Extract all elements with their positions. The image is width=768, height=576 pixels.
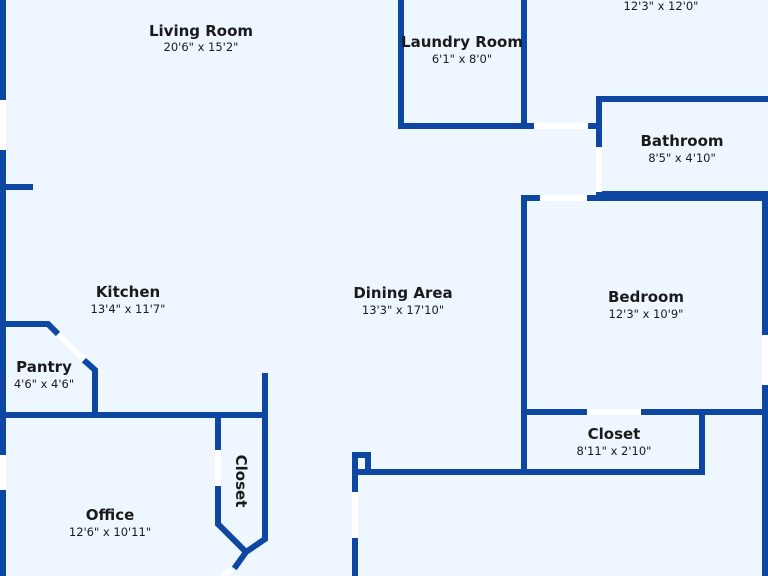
room-labels: 12'3" x 12'0" Living Room 20'6" x 15'2" … xyxy=(14,0,724,539)
wall-dining-lower xyxy=(352,452,527,576)
room-closet-office-name: Closet xyxy=(232,455,250,508)
openings xyxy=(0,100,768,576)
room-living-room-dims: 20'6" x 15'2" xyxy=(164,40,239,54)
room-kitchen-name: Kitchen xyxy=(96,283,160,301)
wall-bedroom xyxy=(521,195,768,576)
wall-laundry xyxy=(398,0,527,129)
room-bathroom-name: Bathroom xyxy=(640,132,723,150)
room-dining-area-dims: 13'3" x 17'10" xyxy=(362,303,444,317)
room-pantry-dims: 4'6" x 4'6" xyxy=(14,377,74,391)
room-living-room-name: Living Room xyxy=(149,22,253,40)
wall-office-bottom xyxy=(231,547,251,571)
room-dining-area-name: Dining Area xyxy=(353,284,452,302)
room-closet-bedroom-name: Closet xyxy=(588,425,641,443)
room-office-dims: 12'6" x 10'11" xyxy=(69,525,151,539)
room-bathroom-dims: 8'5" x 4'10" xyxy=(648,151,716,165)
room-bedroom-dims: 12'3" x 10'9" xyxy=(609,307,684,321)
door-office-bottom xyxy=(220,567,234,576)
door-pantry xyxy=(55,331,87,363)
room-kitchen-dims: 13'4" x 11'7" xyxy=(91,302,166,316)
room-closet-bedroom-dims: 8'11" x 2'10" xyxy=(577,444,652,458)
room-laundry-room-name: Laundry Room xyxy=(401,33,523,51)
wall-pantry xyxy=(0,321,98,418)
room-office-name: Office xyxy=(86,506,135,524)
room-laundry-room-dims: 6'1" x 8'0" xyxy=(432,52,492,66)
room-pantry-name: Pantry xyxy=(16,358,72,376)
room-top-right-dims: 12'3" x 12'0" xyxy=(624,0,699,13)
room-bedroom-name: Bedroom xyxy=(608,288,684,306)
